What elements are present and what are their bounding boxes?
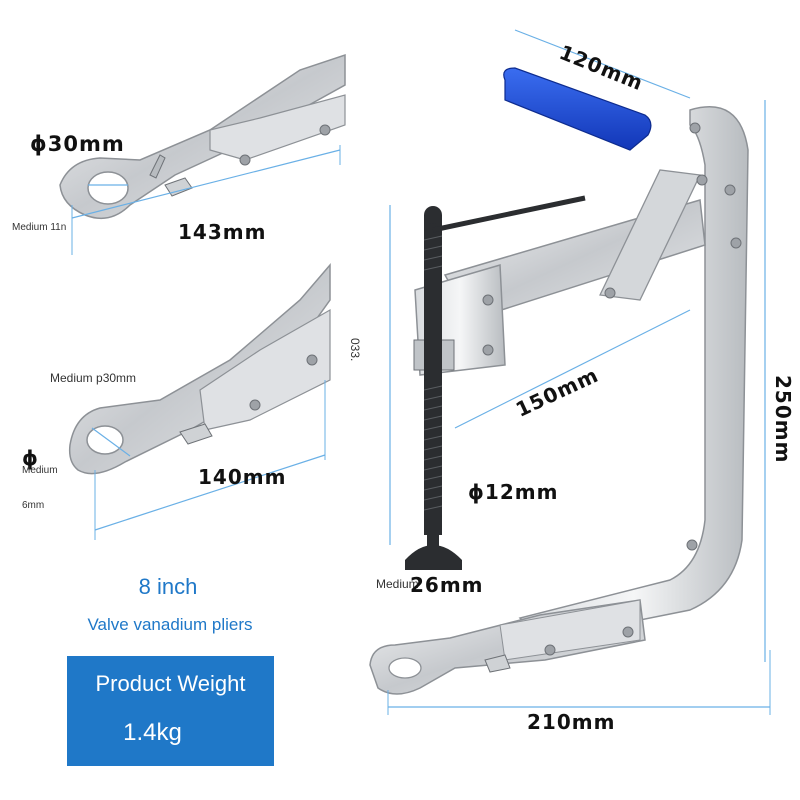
product-size: 8 inch [138,574,198,599]
jaw-detail-middle [68,262,331,540]
weight-title: Product Weight [95,671,246,696]
label-medium-p30: Medium p30mm [50,371,137,385]
label-26mm: 26mm [410,573,484,597]
label-medium-11: Medium 11n [12,222,67,233]
weight-value: 1.4kg [123,719,182,746]
weight-box: Product Weight 1.4kg [67,656,274,766]
label-6mm: 6mm [22,500,45,511]
label-phi-mark: ϕ [22,446,39,470]
label-medium-bottom: Medium [376,577,419,591]
label-phi30: ϕ30mm [30,132,125,156]
jaw-detail-top [59,53,346,255]
label-phi12: ϕ12mm [468,480,559,504]
label-140mm: 140mm [198,465,287,489]
label-medium-left: Medium [22,465,58,476]
product-name: Valve vanadium pliers [87,615,253,634]
label-210mm: 210mm [527,710,616,734]
valve-compressor-main [369,29,771,715]
label-250mm: 250mm [771,375,795,464]
label-033: 033. [348,338,362,362]
label-143mm: 143mm [178,220,267,244]
